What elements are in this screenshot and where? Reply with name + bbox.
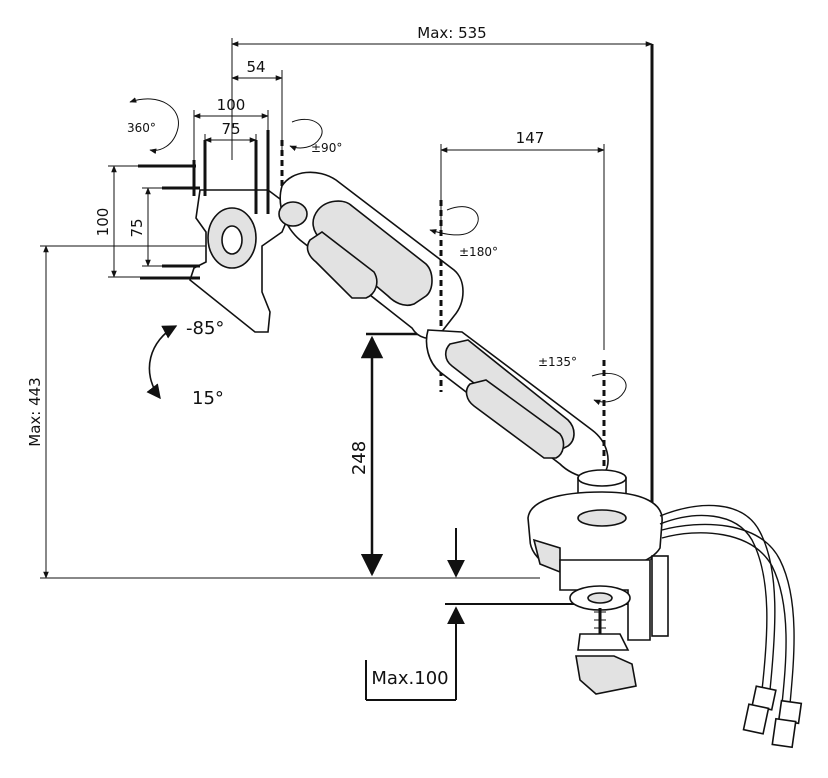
height-248-label: 248	[349, 441, 370, 475]
vesa-75-h-label: 75	[221, 120, 240, 138]
desk-max-label: Max.100	[371, 668, 448, 689]
arm-147-label: 147	[516, 129, 545, 147]
rotation-180: ±180°	[429, 206, 498, 259]
rotation-90: ±90°	[289, 118, 342, 155]
cables	[659, 504, 803, 749]
max-height-label: Max: 443	[26, 377, 44, 446]
vesa-100-h-label: 100	[217, 96, 246, 114]
rotation-360: 360°	[127, 97, 179, 154]
rotation-135: ±135°	[538, 355, 627, 405]
dim-offset-54: 54	[231, 58, 283, 150]
dim-max-reach: Max: 535	[231, 24, 654, 560]
lower-arm	[425, 329, 609, 498]
dim-arm-147: 147	[440, 129, 605, 350]
dim-height-248: 248	[349, 332, 430, 577]
rotation-90-label: ±90°	[311, 141, 342, 155]
dim-vesa-vertical: 100 75	[94, 165, 200, 278]
tilt-back-label: -85°	[186, 318, 224, 339]
rotation-360-label: 360°	[127, 121, 156, 135]
dim-desk-thickness: Max.100	[365, 528, 640, 701]
upper-arm	[278, 171, 464, 392]
vesa-plate	[138, 130, 293, 333]
offset-54-label: 54	[246, 58, 265, 76]
rotation-135-label: ±135°	[538, 355, 577, 369]
rotation-180-label: ±180°	[459, 245, 498, 259]
vesa-100-v-label: 100	[94, 208, 112, 237]
rotation-tilt: -85° 15°	[146, 318, 224, 409]
dim-max-height: Max: 443	[26, 245, 540, 579]
tilt-forward-label: 15°	[192, 388, 224, 409]
max-reach-label: Max: 535	[417, 24, 486, 42]
clamp	[569, 585, 637, 695]
vesa-75-v-label: 75	[128, 218, 146, 237]
base	[527, 469, 669, 641]
